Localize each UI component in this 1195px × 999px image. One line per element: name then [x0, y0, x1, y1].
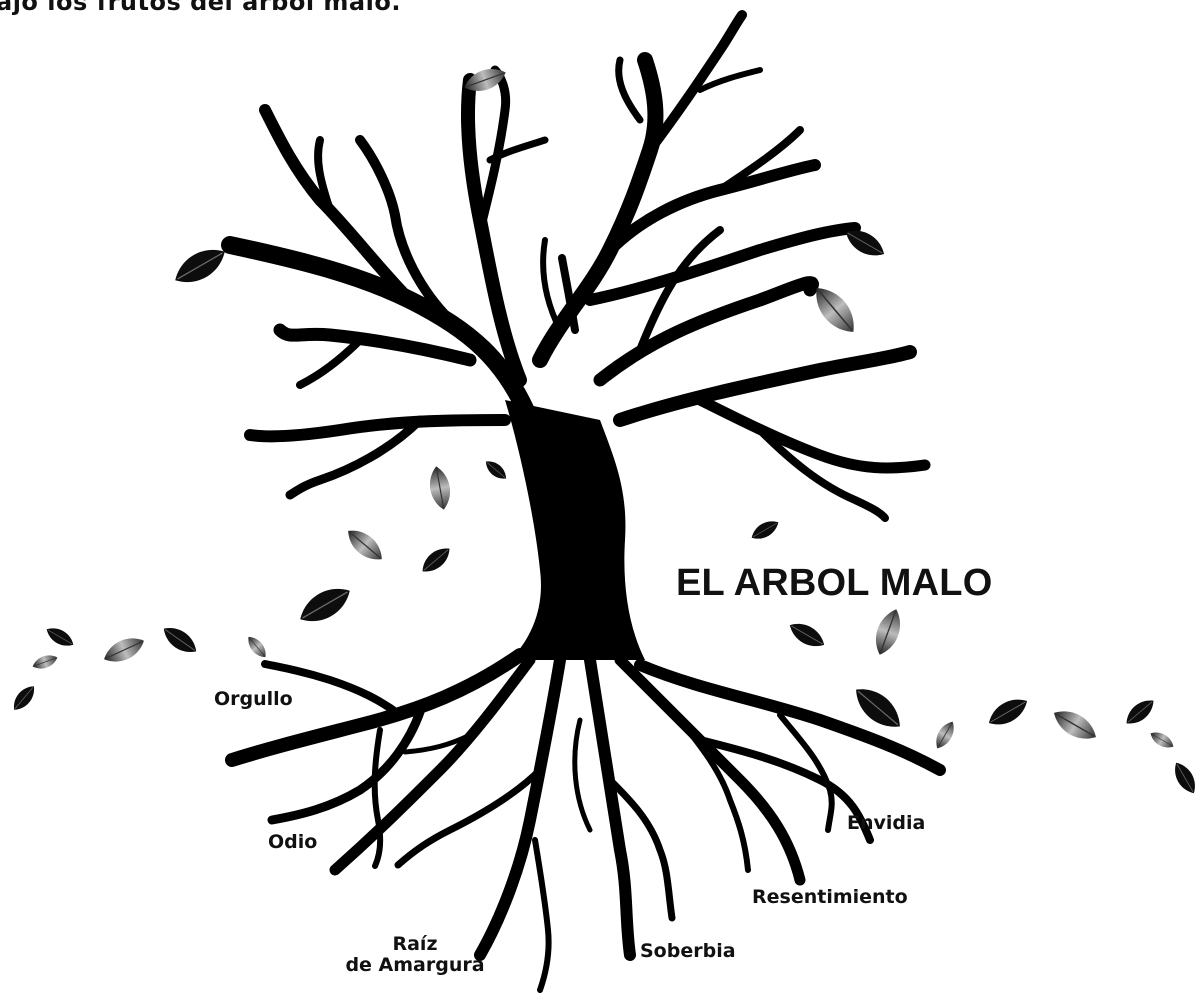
leaf-icon	[243, 632, 271, 662]
root-label-envidia: Envidia	[847, 812, 926, 834]
diagram-title: EL ARBOL MALO	[676, 562, 993, 604]
leaf-icon	[425, 464, 455, 512]
leaf-icon	[785, 617, 829, 653]
leaf-icon	[1121, 694, 1159, 730]
root-label-resentimiento: Resentimiento	[752, 886, 908, 908]
leaf-icon	[99, 631, 149, 669]
leaf-icon	[1147, 727, 1177, 753]
root-label-raiz-line1: Raíz	[392, 933, 438, 955]
leaf-icon	[293, 579, 357, 631]
leaf-icon	[481, 456, 511, 484]
root-label-raiz-de-amargura: Raíz de Amargura	[340, 934, 490, 976]
root-label-odio: Odio	[268, 831, 318, 853]
tree-roots	[225, 648, 946, 993]
leaf-icon	[983, 692, 1033, 732]
root-label-orgullo: Orgullo	[214, 688, 293, 710]
leaf-icon	[42, 623, 78, 651]
leaf-icon	[747, 516, 783, 544]
header-text: ajo los frutos del árbol malo.	[0, 0, 401, 16]
leaf-icon	[868, 604, 908, 660]
leaf-icon	[930, 717, 960, 753]
root-label-raiz-line2: de Amargura	[345, 954, 485, 976]
leaf-icon	[417, 542, 455, 578]
tree-branches	[221, 10, 931, 522]
leaf-icon	[1048, 702, 1102, 748]
tree-trunk	[505, 400, 645, 660]
root-label-soberbia: Soberbia	[640, 940, 736, 962]
leaf-icon	[158, 621, 202, 659]
leaf-icon	[341, 522, 389, 568]
leaf-icon	[8, 681, 40, 715]
leaf-icon	[1169, 758, 1195, 798]
leaf-icon	[30, 651, 60, 673]
